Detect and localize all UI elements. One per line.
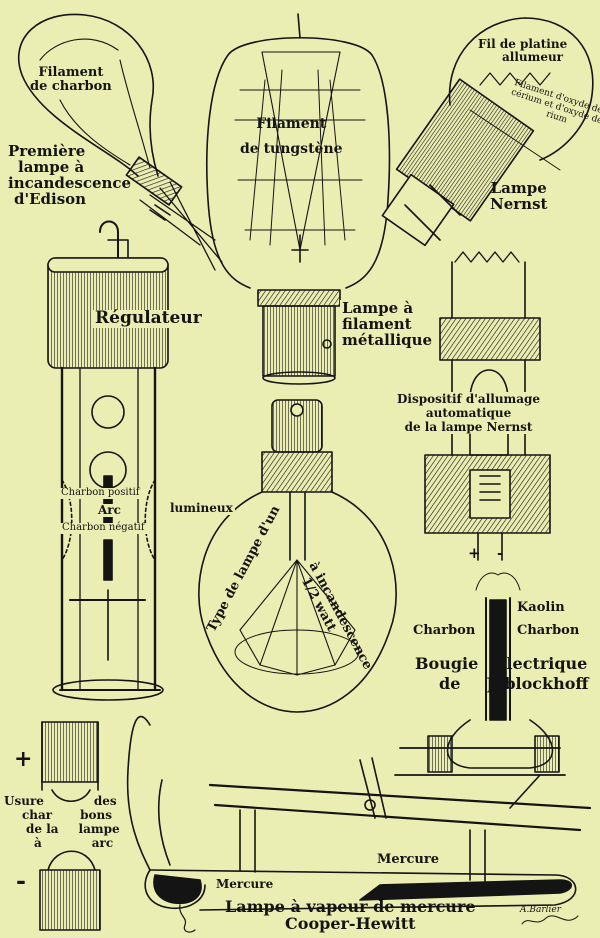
negative-carbon-label: Charbon négatif (60, 522, 147, 534)
regulator-label: Régulateur (93, 308, 204, 328)
artist-signature: A.Barlier (520, 905, 562, 915)
arc-carbons-drawing (39, 721, 101, 931)
mercury-right-label: Mercure (375, 852, 441, 867)
half-watt-lamp-drawing (198, 399, 397, 713)
nernst-minus-sign: - (497, 544, 504, 562)
tungsten-lamp-drawing (206, 13, 391, 385)
carbon-left-label: Charbon (411, 623, 478, 638)
arc-plus-sign: + (14, 746, 33, 772)
jablochkoff-candle-drawing (394, 572, 566, 809)
luminous-label: lumineux (168, 501, 235, 515)
arc-label: Arc (96, 503, 123, 517)
mercury-left-label: Mercure (214, 877, 276, 891)
nernst-igniter-drawing (424, 251, 551, 561)
nernst-plus-sign: + (468, 544, 481, 562)
arc-regulator-drawing (47, 220, 169, 701)
kaolin-label: Kaolin (515, 600, 567, 615)
nernst-lamp-drawing (381, 17, 594, 247)
arc-minus-sign: - (16, 866, 26, 895)
positive-carbon-label: Charbon positif (59, 487, 142, 499)
mercury-lamp-drawing (126, 715, 592, 933)
edison-lamp-caption: Première lampe à incandescence d'Edison (8, 142, 132, 208)
signature-mark (521, 915, 579, 925)
edison-lamp-drawing (17, 13, 223, 271)
carbon-right-label: Charbon (515, 623, 582, 638)
